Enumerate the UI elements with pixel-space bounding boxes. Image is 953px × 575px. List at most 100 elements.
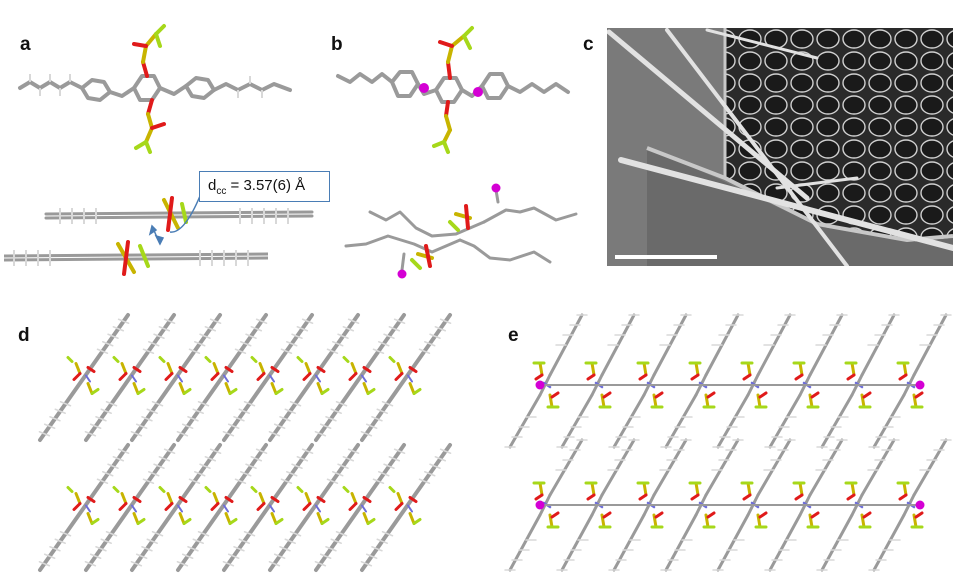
fluorine-bond [112,356,120,363]
hydrogen-tick [301,448,314,454]
hydrogen-tick [245,463,257,469]
nitrogen-bond [85,374,91,383]
fluorine-bond [296,486,304,493]
molecule-rod [268,443,360,572]
molecule-rod [508,393,542,449]
molecule-rod [768,393,802,449]
fluorine-bond [136,518,146,525]
panel-a-svg [3,24,314,276]
oxygen-bond [362,496,372,503]
molecule-rod [716,393,750,449]
nitrogen-bond [177,374,183,383]
fluorine-bond [204,486,212,493]
hydrogen-tick [286,471,298,477]
sulfur-bond [850,361,856,377]
hydrogen-tick [141,546,153,552]
hydrogen-tick [49,546,61,552]
sulfur-bond [642,481,648,497]
hydrogen-tick [378,471,390,477]
sulfur-bond [798,361,804,377]
hydrogen-tick [326,348,339,354]
oxygen-bond [550,391,560,399]
panel-label-d: d [18,325,30,346]
nitrogen-bond [361,504,367,513]
oxygen-bond [348,502,358,511]
iodine-atom [915,380,925,390]
hydrogen-tick [135,423,148,429]
oxygen-bond [224,496,234,503]
stack-a-lower-h [13,250,249,266]
sulfur-bond [362,512,370,525]
molecule-rod [84,443,176,572]
fluorine-bond [228,518,238,525]
sulfur-bond [850,481,856,497]
oxygen-bond [586,373,596,381]
hydrogen-tick [141,416,153,422]
oxygen-bond [706,511,716,519]
molecule-rod [652,438,688,497]
oxygen-bond [654,511,664,519]
oxygen-bond [898,493,908,501]
panel-label-e: e [508,325,519,346]
molecule-rod [38,313,130,442]
hydrogen-tick [142,478,155,484]
oxygen-bond [846,493,856,501]
hydrogen-tick [424,471,436,477]
fluorine-bond [296,356,304,363]
oxygen-bond [408,366,418,373]
hydrogen-tick [240,471,252,477]
hydrogen-tick [342,456,355,462]
hydrogen-tick [59,401,72,407]
sulfur-bond [408,382,416,395]
molecule-rod [130,313,222,442]
oxygen-bond [210,372,220,381]
oxygen-bond [348,372,358,381]
hydrogen-tick [280,348,293,354]
fluorine-bond [342,486,350,493]
nitrogen-bond [361,374,367,383]
hydrogen-tick [319,423,332,429]
hydrogen-tick [38,431,51,437]
hydrogen-tick [187,546,199,552]
hydrogen-tick [376,408,388,414]
hydrogen-tick [151,401,164,407]
oxygen-bond [846,373,856,381]
oxygen-bond [914,391,924,399]
oxygen-bond [224,366,234,373]
hydrogen-tick [330,408,342,414]
fluorine-bond [112,486,120,493]
hydrogen-tick [381,531,394,537]
hydrogen-tick [84,431,97,437]
hydrogen-tick [250,326,263,332]
hydrogen-tick [100,538,112,544]
molecule-rod [130,443,222,572]
hydrogen-tick [107,463,119,469]
hydrogen-tick [130,431,143,437]
hydrogen-tick [95,546,107,552]
sulfur-bond [548,513,554,529]
fluorine-bond [388,486,396,493]
hydrogen-tick [153,463,165,469]
fluorine-bond [90,388,100,395]
oxygen-bond [256,372,266,381]
oxygen-bond [898,373,908,381]
molecule-rod [664,513,698,572]
sulfur-bond [912,393,918,409]
hydrogen-tick [222,431,235,437]
hydrogen-tick [255,318,268,324]
sulfur-bond [538,481,544,497]
hydrogen-tick [360,431,373,437]
molecule-rod [612,393,646,449]
fluorine-bond [366,388,376,395]
sulfur-bond [600,513,606,529]
sulfur-bond [86,382,94,395]
oxygen-bond [758,391,768,399]
stack-a-upper-h [59,208,289,224]
hydrogen-tick [102,471,114,477]
sulfur-bond [538,361,544,377]
oxygen-bond [810,511,820,519]
hydrogen-tick [286,341,298,347]
fluorine-bond [158,486,166,493]
molecule-rod [756,438,792,497]
hydrogen-tick [176,561,189,567]
